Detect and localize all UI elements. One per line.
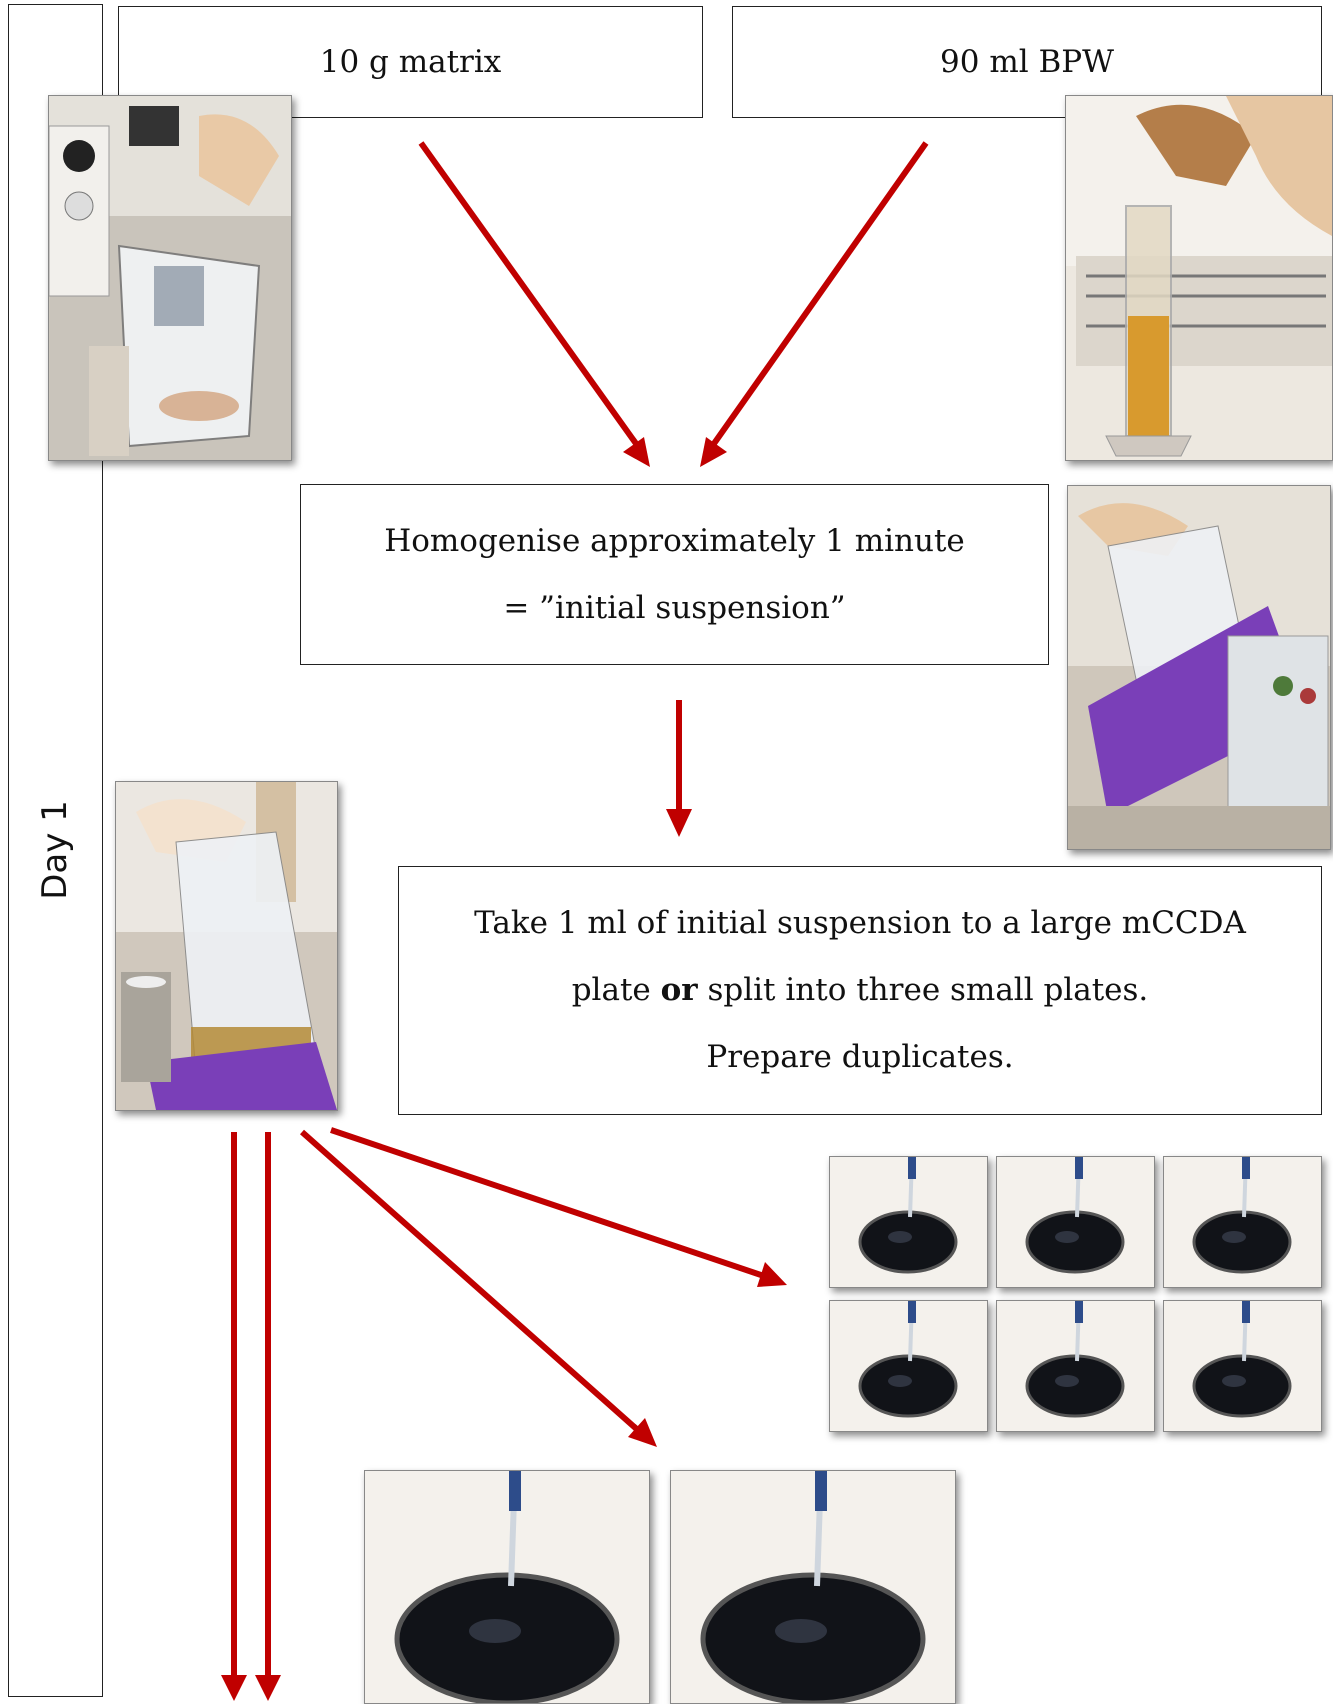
day-label: Day 1 [35,800,75,900]
take-bold-or: or [660,972,698,1008]
arrow-to-large-plates-head [628,1418,657,1447]
homogenise-box: Homogenise approximately 1 minute = ”ini… [300,484,1049,665]
small-plate-photo [996,1300,1155,1432]
small-plate-photo [1163,1156,1322,1288]
arrow-matrix-to-homogenise-head [623,437,650,467]
large-plate-photo [670,1470,956,1704]
small-plate-photo [829,1300,988,1432]
arrow-bpw-to-homogenise [710,141,929,447]
arrow-to-large-plates [300,1129,642,1435]
large-plate-photo [364,1470,650,1704]
arrow-down-right-head [255,1675,281,1701]
pouring-bpw-photo [1065,95,1333,461]
take-line2: plate or split into three small plates. [571,972,1149,1008]
matrix-text: 10 g matrix [319,43,502,80]
weighing-sample-photo [48,95,292,461]
take-line3: Prepare duplicates. [706,1039,1014,1075]
arrow-to-small-plates [330,1127,765,1279]
small-plate-photo [1163,1300,1322,1432]
arrow-bpw-to-homogenise-head [700,437,727,467]
small-plate-photo [829,1156,988,1288]
small-plate-photo [996,1156,1155,1288]
arrow-to-small-plates-head [757,1262,787,1287]
homogenise-line1: Homogenise approximately 1 minute [384,522,965,559]
arrow-matrix-to-homogenise [418,141,640,447]
arrow-down-left-head [221,1675,247,1701]
stomacher-photo [1067,485,1331,850]
homogenise-line2: = ”initial suspension” [503,589,846,626]
bag-lift-photo [115,781,338,1111]
take-line1: Take 1 ml of initial suspension to a lar… [474,905,1246,941]
arrow-homogenise-down-head [666,809,692,837]
take-sample-box: Take 1 ml of initial suspension to a lar… [398,866,1322,1115]
bpw-text: 90 ml BPW [940,43,1114,80]
